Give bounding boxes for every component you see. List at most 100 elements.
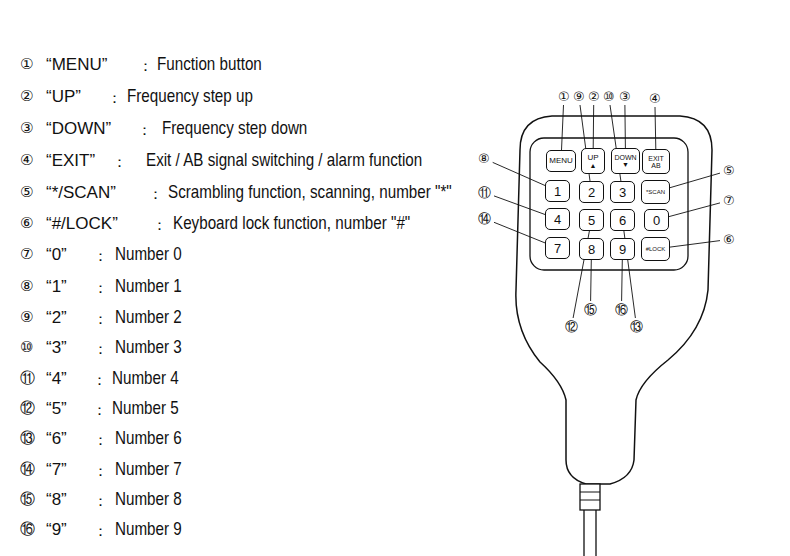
- key-text: *SCAN: [646, 189, 665, 195]
- leader-line: [494, 222, 545, 243]
- key-description: Scrambling function, scanning, number "*…: [168, 182, 452, 201]
- callout-number: ⑥: [722, 233, 736, 246]
- key-description: Number 0: [115, 244, 182, 263]
- key-text: 1: [554, 185, 561, 198]
- key-text: AB: [651, 162, 660, 169]
- key-name: “5”: [46, 400, 67, 417]
- key-description: Number 8: [115, 489, 182, 508]
- key-text: 3: [619, 186, 626, 199]
- leader-line: [493, 162, 545, 185]
- separator: ：: [148, 186, 163, 201]
- key-description: Keyboard lock function, number "#": [173, 213, 410, 232]
- callout-number: ⑮: [583, 303, 598, 316]
- leader-line: [621, 260, 623, 301]
- circled-number: ⑤: [20, 185, 33, 200]
- circled-number: ⑩: [20, 340, 33, 355]
- key-description: Number 7: [115, 459, 182, 478]
- circled-number: ③: [20, 121, 33, 136]
- digit-key: 7: [545, 237, 570, 259]
- callout-number: ⑤: [722, 164, 736, 177]
- callout-number: ⑨: [572, 90, 586, 103]
- key-description: Number 5: [112, 398, 179, 417]
- callout-number: ⑪: [477, 186, 492, 199]
- leader-line: [590, 260, 592, 301]
- key-text: UP: [587, 154, 598, 162]
- circled-number: ⑧: [20, 279, 33, 294]
- digit-key: 6: [610, 209, 635, 231]
- callout-number: ③: [618, 90, 632, 103]
- key-name: “6”: [46, 430, 67, 447]
- separator: ：: [137, 122, 152, 137]
- key-name: “*/SCAN”: [46, 184, 116, 201]
- separator: ：: [93, 432, 108, 447]
- key-description: Number 3: [115, 337, 182, 356]
- circled-number: ⑭: [20, 462, 35, 477]
- key-text: 0: [653, 214, 660, 227]
- circled-number: ⑮: [20, 492, 35, 507]
- key-name: “8”: [46, 491, 67, 508]
- exit-key: EXITAB: [642, 149, 670, 174]
- key-text: ▼: [622, 161, 629, 168]
- callout-number: ⑭: [477, 212, 492, 225]
- key-description: Number 4: [112, 368, 179, 387]
- circled-number: ②: [20, 89, 33, 104]
- leader-line: [562, 105, 564, 150]
- key-description: Number 2: [115, 307, 182, 326]
- leader-line: [670, 173, 720, 188]
- digit-key: 1: [545, 180, 570, 202]
- callout-number: ⑧: [477, 152, 491, 165]
- callout-number: ⑩: [602, 90, 616, 103]
- key-name: “MENU”: [46, 56, 107, 73]
- separator: ：: [93, 523, 108, 538]
- key-text: MENU: [549, 157, 573, 165]
- key-description: Function button: [157, 54, 262, 73]
- digit-key: 4: [545, 208, 570, 230]
- leader-line: [494, 196, 545, 215]
- callout-number: ④: [648, 92, 662, 105]
- separator: ：: [93, 341, 108, 356]
- callout-number: ⑫: [564, 320, 579, 333]
- key-text: 9: [619, 243, 626, 256]
- key-description: Exit / AB signal switching / alarm funct…: [146, 150, 422, 169]
- leader-line: [593, 105, 595, 148]
- key-description: Frequency step down: [162, 118, 307, 137]
- separator: ：: [138, 58, 153, 73]
- key-name: “0”: [46, 246, 67, 263]
- key-name: “9”: [46, 521, 67, 538]
- down-key: DOWN▼: [611, 148, 640, 174]
- circled-number: ⑥: [20, 216, 33, 231]
- separator: ：: [107, 90, 122, 105]
- key-text: 2: [588, 186, 595, 199]
- digit-key: 9: [610, 238, 635, 260]
- scan-key: *SCAN: [641, 180, 670, 204]
- key-name: “DOWN”: [46, 120, 111, 137]
- callout-number: ①: [557, 90, 571, 103]
- key-text: 4: [554, 213, 561, 226]
- key-text: 5: [588, 214, 595, 227]
- key-text: #LOCK: [646, 246, 666, 252]
- key-description: Frequency step up: [127, 86, 253, 105]
- key-text: 7: [554, 242, 561, 255]
- key-name: “7”: [46, 461, 67, 478]
- circled-number: ④: [20, 153, 33, 168]
- circled-number: ⑦: [20, 247, 33, 262]
- separator: ：: [92, 402, 107, 417]
- callout-number: ⑦: [722, 194, 736, 207]
- lock-key: #LOCK: [641, 237, 670, 261]
- key-name: “EXIT”: [46, 152, 95, 169]
- separator: ：: [93, 311, 108, 326]
- key-text: EXIT: [648, 155, 664, 162]
- strain-relief: [580, 484, 600, 510]
- digit-key: 8: [579, 238, 604, 260]
- key-name: “#/LOCK”: [46, 215, 118, 232]
- circled-number: ⑪: [20, 371, 35, 386]
- up-key: UP▲: [581, 148, 605, 174]
- leader-line: [655, 107, 657, 149]
- strain-relief-ring: [580, 492, 600, 493]
- key-text: ▲: [590, 162, 597, 169]
- key-name: “2”: [46, 309, 67, 326]
- leader-line: [624, 105, 626, 148]
- separator: ：: [93, 463, 108, 478]
- separator: ：: [93, 280, 108, 295]
